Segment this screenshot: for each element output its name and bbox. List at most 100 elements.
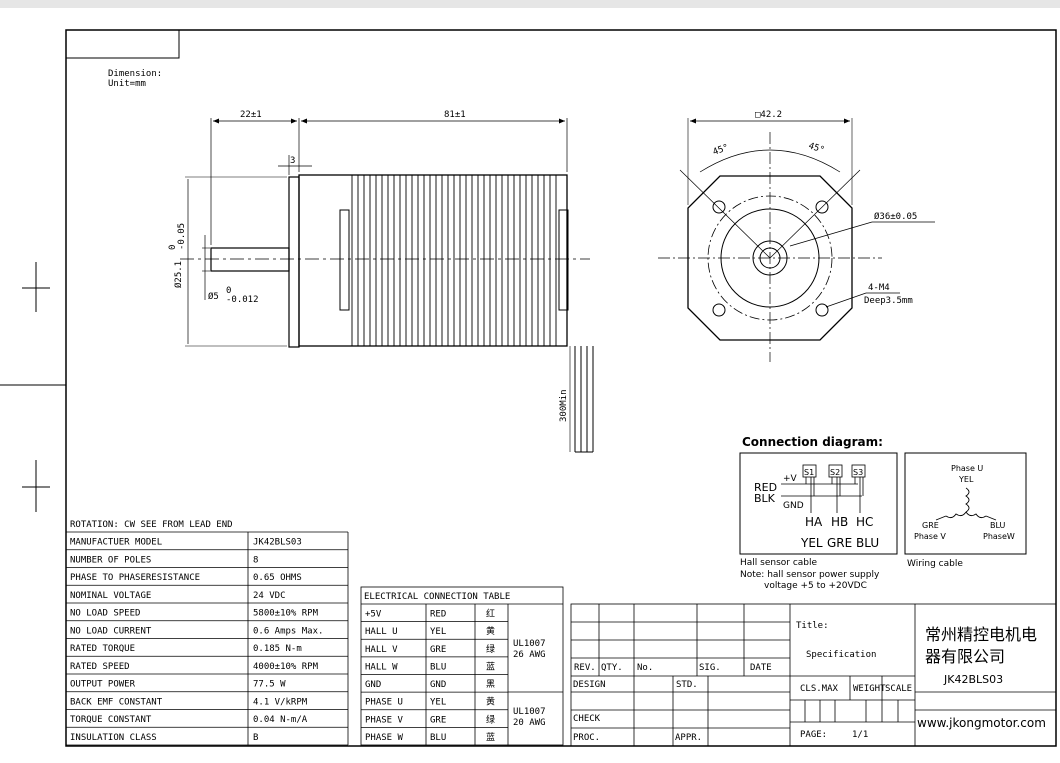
electrical-signal: HALL W	[365, 662, 398, 672]
square-dim: □42.2	[755, 110, 782, 120]
cable2-type: UL1007	[513, 707, 546, 717]
title-value: Specification	[806, 650, 876, 660]
hb-label: HB	[831, 515, 848, 529]
spec-value: 5800±10% RPM	[253, 609, 319, 619]
bolt-circle-dim: Ø36±0.05	[874, 211, 917, 222]
gre-label: GRE	[827, 536, 852, 550]
red-label: RED	[754, 481, 777, 494]
spec-table: ROTATION: CW SEE FROM LEAD END MANUFACTU…	[66, 520, 349, 746]
pilot-tol-lower: -0.05	[177, 223, 187, 250]
spec-param: NUMBER OF POLES	[70, 555, 151, 565]
shaft-tol-lower: -0.012	[226, 295, 259, 305]
no-label: No.	[637, 663, 653, 673]
side-view	[180, 118, 594, 453]
shaft-length-dim: 22±1	[240, 110, 262, 120]
side-view-labels: 22±1 81±1 3 Ø25.1 0 -0.05 Ø5 0 -0.012 30…	[168, 110, 569, 422]
spec-value: 4000±10% RPM	[253, 662, 319, 672]
cable1-gauge: 26 AWG	[513, 650, 546, 660]
motor-flange	[288, 176, 300, 348]
electrical-signal: PHASE U	[365, 698, 403, 708]
pilot-diameter-dim: Ø25.1	[173, 261, 184, 288]
spec-param: NO LOAD CURRENT	[70, 626, 152, 636]
spec-param: RATED TORQUE	[70, 644, 135, 654]
spec-row: RATED TORQUE 0.185 N-m	[66, 638, 348, 654]
angle-left-label: 45°	[712, 143, 731, 158]
electrical-color: BLU	[430, 662, 446, 672]
electrical-color: YEL	[430, 627, 446, 637]
mount-hole-bl	[712, 303, 726, 317]
electrical-signal: PHASE W	[365, 733, 404, 743]
mount-hole-tr	[815, 200, 829, 214]
wiring-yel-label: YEL	[958, 475, 974, 484]
holes-label: 4-M4	[868, 283, 890, 293]
spec-param: NOMINAL VOLTAGE	[70, 591, 151, 601]
motor-body	[298, 174, 568, 347]
spec-value: 8	[253, 555, 258, 565]
page-value: 1/1	[852, 730, 868, 740]
shaft-tol-upper: 0	[226, 286, 231, 296]
title-label: Title:	[796, 621, 829, 631]
gnd-label: GND	[783, 501, 804, 511]
unit-label: Unit=mm	[108, 79, 146, 89]
body-length-dim: 81±1	[444, 110, 466, 120]
electrical-color-cn: 蓝	[486, 660, 495, 672]
phase-v-label: Phase V	[914, 532, 946, 541]
spec-row: NOMINAL VOLTAGE 24 VDC	[66, 584, 348, 601]
electrical-signal: PHASE V	[365, 715, 404, 725]
proc-label: PROC.	[573, 733, 600, 743]
spec-value: 4.1 V/kRPM	[253, 697, 308, 707]
hc-label: HC	[856, 515, 873, 529]
blu-label: BLU	[856, 536, 879, 550]
spec-row: NUMBER OF POLES 8	[66, 549, 348, 565]
electrical-title: ELECTRICAL CONNECTION TABLE	[364, 592, 510, 602]
spec-param: TORQUE CONSTANT	[70, 715, 152, 725]
blk-label: BLK	[754, 492, 776, 505]
qty-label: QTY.	[601, 663, 623, 673]
model-number: JK42BLS03	[943, 673, 1003, 686]
cable1-type: UL1007	[513, 639, 546, 649]
electrical-row: HALL W BLU 蓝	[361, 656, 508, 672]
electrical-color-cn: 蓝	[486, 731, 495, 743]
wiring-gre-label: GRE	[922, 521, 939, 530]
spec-param: NO LOAD SPEED	[70, 609, 140, 619]
sig-label: SIG.	[699, 663, 721, 673]
mount-hole-br	[815, 303, 829, 317]
weight-label: WEIGHT	[853, 684, 886, 694]
company-website: www.jkongmotor.com	[917, 716, 1046, 730]
spec-param: PHASE TO PHASERESISTANCE	[70, 573, 200, 583]
company-name-line1: 常州精控电机电	[925, 625, 1037, 644]
phase-w-label: PhaseW	[983, 532, 1015, 541]
drawing-frame	[0, 29, 1057, 747]
spec-value: 0.185 N-m	[253, 644, 302, 654]
s2-label: S2	[830, 468, 840, 477]
cable2-gauge: 20 AWG	[513, 718, 546, 728]
electrical-color-cn: 绿	[486, 643, 495, 655]
appr-label: APPR.	[675, 733, 702, 743]
rotation-note: ROTATION: CW SEE FROM LEAD END	[70, 520, 233, 530]
wiring-blu-label: BLU	[990, 521, 1006, 530]
spec-value: 0.6 Amps Max.	[253, 626, 323, 636]
hall-cable-caption: Hall sensor cable	[740, 558, 818, 568]
front-view	[658, 118, 935, 362]
electrical-color: GRE	[430, 715, 446, 725]
electrical-color: RED	[430, 610, 446, 620]
electrical-color-cn: 黑	[486, 679, 495, 690]
spec-value: 24 VDC	[253, 591, 286, 601]
wiring-cable-caption: Wiring cable	[907, 559, 963, 569]
phase-u-label: Phase U	[951, 464, 983, 473]
check-label: CHECK	[573, 714, 601, 724]
spec-param: OUTPUT POWER	[70, 680, 136, 690]
scale-label: SCALE	[885, 684, 912, 694]
lead-wires	[574, 346, 594, 453]
